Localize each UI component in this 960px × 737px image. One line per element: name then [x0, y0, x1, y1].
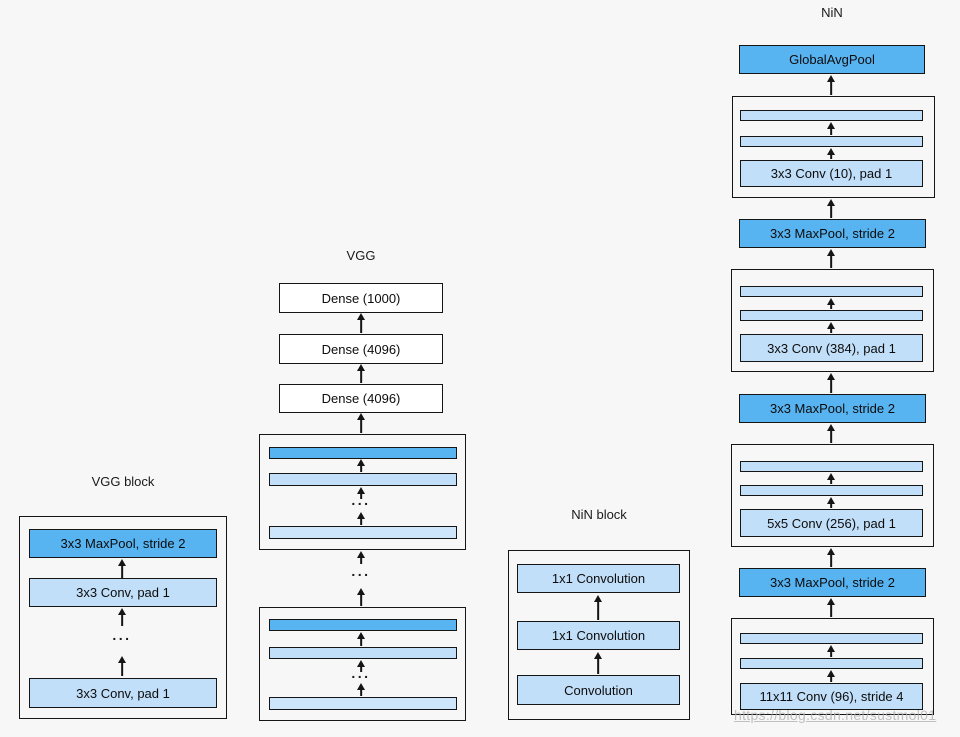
arrow-up-icon	[356, 512, 366, 525]
nin-stage3-frame	[731, 269, 934, 372]
nin-stage3-conv1x1-bar	[740, 286, 923, 297]
arrow-up-icon	[356, 413, 366, 433]
arrow-up-icon	[826, 497, 836, 508]
arrow-up-icon	[826, 322, 836, 333]
arrow-up-icon	[593, 652, 603, 674]
arrow-up-icon	[826, 424, 836, 443]
nin-stage4-conv1x1-bar	[740, 136, 923, 147]
vgg-stage1-frame	[259, 607, 466, 721]
arrow-up-icon	[356, 313, 366, 333]
nin-globalavgpool-box: GlobalAvgPool	[739, 45, 925, 74]
nin-stage2-conv1x1-bar	[740, 485, 923, 496]
vgg-block-title: VGG block	[91, 474, 155, 489]
vgg-dense-1000-box: Dense (1000)	[279, 283, 443, 313]
arrow-up-icon	[826, 670, 836, 682]
nin-block-conv1x1-mid-box: 1x1 Convolution	[517, 621, 680, 650]
vgg-stage2-frame	[259, 434, 466, 550]
nin-title: NiN	[821, 5, 843, 20]
vgg-stage1-conv-bar	[269, 697, 457, 710]
nin-block-title: NiN block	[571, 507, 627, 522]
arrow-up-icon	[826, 122, 836, 135]
nin-maxpool-box: 3x3 MaxPool, stride 2	[739, 219, 926, 248]
nin-stage4-conv1x1-bar	[740, 110, 923, 121]
nin-stage1-conv-box: 11x11 Conv (96), stride 4	[740, 683, 923, 710]
arrow-up-icon	[826, 75, 836, 95]
csdn-watermark: https://blog.csdn.net/sustmol01	[734, 707, 937, 723]
nin-stage1-conv1x1-bar	[740, 633, 923, 644]
vgg-stage1-conv-bar	[269, 647, 457, 659]
nin-maxpool-box: 3x3 MaxPool, stride 2	[739, 394, 926, 423]
arrow-up-icon	[826, 645, 836, 657]
nin-stage4-conv-box: 3x3 Conv (10), pad 1	[740, 160, 923, 187]
arrow-up-icon	[826, 249, 836, 268]
nin-stage1-frame	[731, 618, 934, 715]
arrow-up-icon	[826, 148, 836, 159]
arrow-up-icon	[356, 632, 366, 646]
arrow-up-icon	[117, 608, 127, 626]
nin-block-conv1x1-top-box: 1x1 Convolution	[517, 564, 680, 593]
vgg-stage2-maxpool-bar	[269, 447, 457, 459]
arrow-up-icon	[117, 559, 127, 578]
arrow-up-icon	[826, 298, 836, 309]
nin-stage2-conv1x1-bar	[740, 461, 923, 472]
vgg-block-conv-lower-box: 3x3 Conv, pad 1	[29, 678, 217, 708]
vgg-block-conv-upper-box: 3x3 Conv, pad 1	[29, 578, 217, 607]
vgg-block-frame	[19, 516, 227, 719]
vgg-dense-4096-lower-box: Dense (4096)	[279, 384, 443, 413]
arrow-up-icon	[356, 459, 366, 472]
vgg-stage2-conv-bar	[269, 526, 457, 539]
nin-stage2-frame	[731, 444, 934, 547]
arrow-up-icon	[826, 373, 836, 393]
nin-stage3-conv1x1-bar	[740, 310, 923, 321]
arrow-up-icon	[117, 656, 127, 676]
nin-stage3-conv-box: 3x3 Conv (384), pad 1	[740, 334, 923, 362]
arrow-up-icon	[593, 595, 603, 620]
vgg-dense-4096-upper-box: Dense (4096)	[279, 334, 443, 364]
nin-block-frame	[508, 550, 690, 720]
arrow-up-icon	[826, 199, 836, 218]
nin-stage2-conv-box: 5x5 Conv (256), pad 1	[740, 509, 923, 537]
vgg-title: VGG	[346, 248, 376, 263]
vgg-stage1-maxpool-bar	[269, 619, 457, 631]
vgg-stage2-conv-bar	[269, 473, 457, 486]
arrow-up-icon	[356, 588, 366, 606]
ellipsis: ...	[351, 665, 371, 681]
ellipsis: ...	[351, 563, 371, 579]
arrow-up-icon	[826, 473, 836, 484]
arrow-up-icon	[826, 548, 836, 567]
arrow-up-icon	[356, 364, 366, 383]
nin-block-conv-box: Convolution	[517, 675, 680, 705]
arrow-up-icon	[826, 598, 836, 617]
nin-stage1-conv1x1-bar	[740, 658, 923, 669]
ellipsis: ...	[112, 627, 132, 643]
nin-maxpool-box: 3x3 MaxPool, stride 2	[739, 568, 926, 597]
arrow-up-icon	[356, 683, 366, 696]
ellipsis: ...	[351, 492, 371, 508]
nin-stage4-frame	[732, 96, 935, 198]
vgg-block-maxpool-box: 3x3 MaxPool, stride 2	[29, 529, 217, 558]
